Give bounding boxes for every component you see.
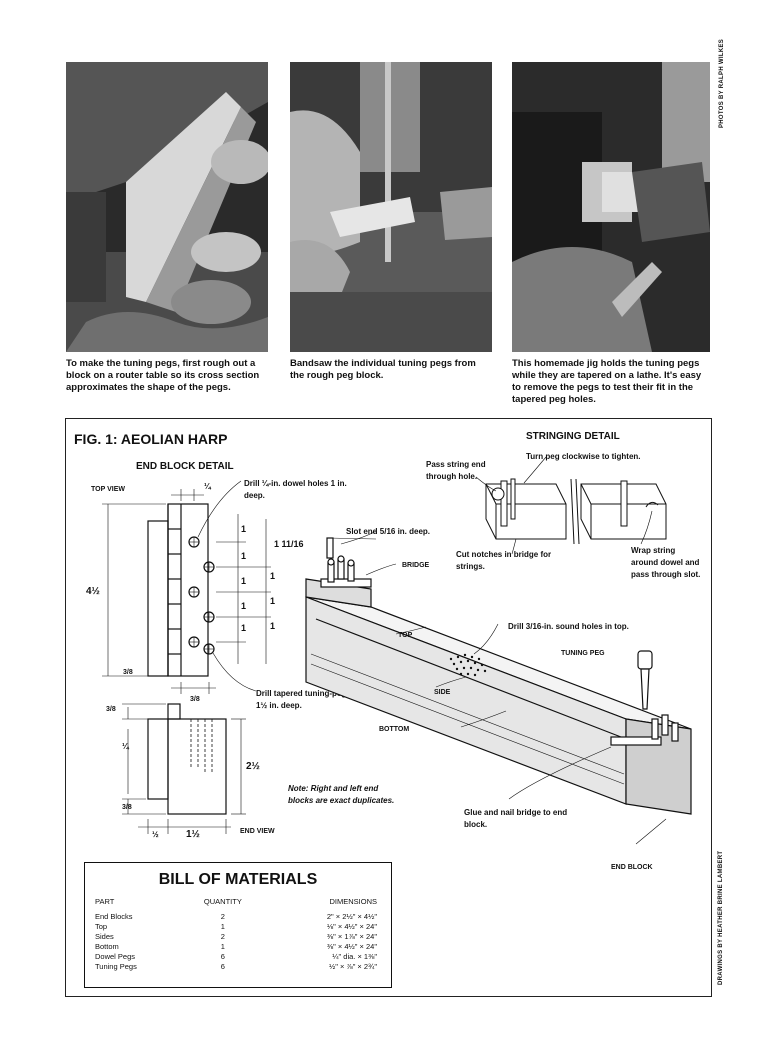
bom-dimensions: ½" × ⅞" × 2¾" bbox=[328, 962, 377, 971]
dim-three-eighths-b: 3/8 bbox=[190, 696, 200, 703]
note-sound-holes: Drill 3/16-in. sound holes in top. bbox=[508, 622, 629, 631]
note-pass-string-line1: Pass string end bbox=[426, 460, 486, 469]
tuning-peg-drawing bbox=[637, 650, 653, 710]
harp-box bbox=[305, 537, 692, 815]
bom-row: Top 1 ⅛" × 4½" × 24" bbox=[95, 922, 385, 932]
dim-one-d: 1 bbox=[241, 601, 246, 611]
dim-one-f: 1 bbox=[270, 571, 275, 581]
dim-one-a: 1 bbox=[241, 524, 246, 534]
bom-quantity: 6 bbox=[220, 962, 225, 971]
end-view-label: END VIEW bbox=[240, 828, 275, 835]
stringing-detail-drawing bbox=[485, 478, 667, 545]
bom-dimensions: ⅜" × 1⅞" × 24" bbox=[326, 932, 377, 941]
bom-dimensions: 2" × 2½" × 4½" bbox=[326, 912, 377, 921]
dim-one-11-16: 1 11/16 bbox=[274, 539, 304, 549]
dim-half: ½ bbox=[152, 830, 159, 839]
label-tuning-peg: TUNING PEG bbox=[561, 650, 605, 657]
bill-of-materials: BILL OF MATERIALS PART QUANTITY DIMENSIO… bbox=[84, 862, 392, 988]
bom-part: End Blocks bbox=[95, 912, 133, 921]
bom-header-part: PART bbox=[95, 897, 115, 906]
bom-row: Bottom 1 ⅜" × 4½" × 24" bbox=[95, 942, 385, 952]
note-drill-peg-line2: 1½ in. deep. bbox=[256, 701, 302, 710]
dim-one-half: 1½ bbox=[186, 829, 200, 840]
bom-dimensions: ¼" dia. × 1⅜" bbox=[332, 952, 377, 961]
bom-row: End Blocks 2 2" × 2½" × 4½" bbox=[95, 912, 385, 922]
caption-3: This homemade jig holds the tuning pegs … bbox=[512, 358, 702, 405]
label-bottom: BOTTOM bbox=[379, 726, 409, 733]
note-pass-string-line2: through hole. bbox=[426, 472, 477, 481]
dim-three-eighths-c: 3/8 bbox=[106, 706, 116, 713]
bom-quantity: 1 bbox=[220, 942, 225, 951]
bom-part: Sides bbox=[95, 932, 114, 941]
bom-header-dimensions: DIMENSIONS bbox=[329, 897, 377, 906]
sound-holes bbox=[449, 653, 487, 677]
bom-part: Bottom bbox=[95, 942, 119, 951]
dim-one-h: 1 bbox=[270, 621, 275, 631]
bom-dimensions: ⅛" × 4½" × 24" bbox=[326, 922, 377, 931]
dim-quarter-top: ¼ bbox=[204, 482, 212, 491]
dim-one-c: 1 bbox=[241, 576, 246, 586]
figure-title: FIG. 1: AEOLIAN HARP bbox=[74, 431, 228, 447]
caption-2: Bandsaw the individual tuning pegs from … bbox=[290, 358, 476, 381]
note-cut-notches-line2: strings. bbox=[456, 562, 485, 571]
bom-header-quantity: QUANTITY bbox=[203, 897, 242, 906]
photo-lathe-jig bbox=[512, 62, 710, 352]
note-drill-peg-line1: Drill tapered tuning-peg holes bbox=[256, 689, 370, 698]
caption-1: To make the tuning pegs, first rough out… bbox=[66, 358, 260, 393]
bom-row: Tuning Pegs 6 ½" × ⅞" × 2¾" bbox=[95, 962, 385, 972]
note-right-left-line2: blocks are exact duplicates. bbox=[288, 796, 394, 805]
dim-three-eighths-d: 3/8 bbox=[122, 804, 132, 811]
bom-quantity: 2 bbox=[220, 932, 225, 941]
dim-four-half: 4½ bbox=[86, 586, 100, 597]
figure-drawing: FIG. 1: AEOLIAN HARP END BLOCK DETAIL ST… bbox=[74, 431, 700, 871]
drawing-credit: DRAWINGS BY HEATHER BRINE LAMBERT bbox=[718, 850, 724, 985]
note-right-left-line1: Note: Right and left end bbox=[288, 784, 379, 793]
bom-part: Dowel Pegs bbox=[95, 952, 136, 961]
bom-row: Sides 2 ⅜" × 1⅞" × 24" bbox=[95, 932, 385, 942]
dim-two-half: 2½ bbox=[246, 761, 260, 772]
bom-table: PART QUANTITY DIMENSIONS End Blocks 2 2"… bbox=[95, 897, 385, 972]
label-bridge: BRIDGE bbox=[402, 562, 430, 569]
note-wrap-string-line1: Wrap string bbox=[631, 546, 675, 555]
note-wrap-string-line3: pass through slot. bbox=[631, 570, 700, 579]
photo-credit: PHOTOS BY RALPH WILKES bbox=[719, 38, 725, 128]
dim-one-e: 1 bbox=[241, 623, 246, 633]
label-side: SIDE bbox=[434, 689, 451, 696]
bom-quantity: 1 bbox=[220, 922, 225, 931]
end-block-title: END BLOCK DETAIL bbox=[136, 461, 234, 472]
figure-aeolian-harp: FIG. 1: AEOLIAN HARP END BLOCK DETAIL ST… bbox=[65, 418, 712, 997]
bom-title: BILL OF MATERIALS bbox=[158, 871, 318, 888]
label-end-block: END BLOCK bbox=[611, 864, 653, 871]
top-view-label: TOP VIEW bbox=[91, 486, 125, 493]
note-drill-dowel-line1: Drill ¼-in. dowel holes 1 in. bbox=[244, 479, 347, 488]
bom-quantity: 6 bbox=[220, 952, 225, 961]
note-cut-notches-line1: Cut notches in bridge for bbox=[456, 550, 551, 559]
note-glue-line2: block. bbox=[464, 820, 487, 829]
end-block-top-view bbox=[147, 503, 215, 677]
dim-three-eighths-a: 3/8 bbox=[123, 669, 133, 676]
dim-quarter-end: ¼ bbox=[122, 742, 130, 751]
dim-one-g: 1 bbox=[270, 596, 275, 606]
bom-row: Dowel Pegs 6 ¼" dia. × 1⅜" bbox=[95, 952, 385, 962]
photo-router-table bbox=[66, 62, 268, 352]
photo-bandsaw bbox=[290, 62, 492, 352]
bom-quantity: 2 bbox=[220, 912, 225, 921]
bom-part: Tuning Pegs bbox=[95, 962, 137, 971]
bom-dimensions: ⅜" × 4½" × 24" bbox=[326, 942, 377, 951]
note-drill-dowel-line2: deep. bbox=[244, 491, 265, 500]
label-top: TOP bbox=[398, 632, 413, 639]
note-turn-peg: Turn peg clockwise to tighten. bbox=[526, 452, 641, 461]
note-wrap-string-line2: around dowel and bbox=[631, 558, 700, 567]
note-slot-end: Slot end 5/16 in. deep. bbox=[346, 527, 430, 536]
stringing-title: STRINGING DETAIL bbox=[526, 431, 620, 442]
note-glue-line1: Glue and nail bridge to end bbox=[464, 808, 567, 817]
dim-one-b: 1 bbox=[241, 551, 246, 561]
end-block-end-view bbox=[147, 703, 227, 815]
bom-part: Top bbox=[95, 922, 108, 931]
